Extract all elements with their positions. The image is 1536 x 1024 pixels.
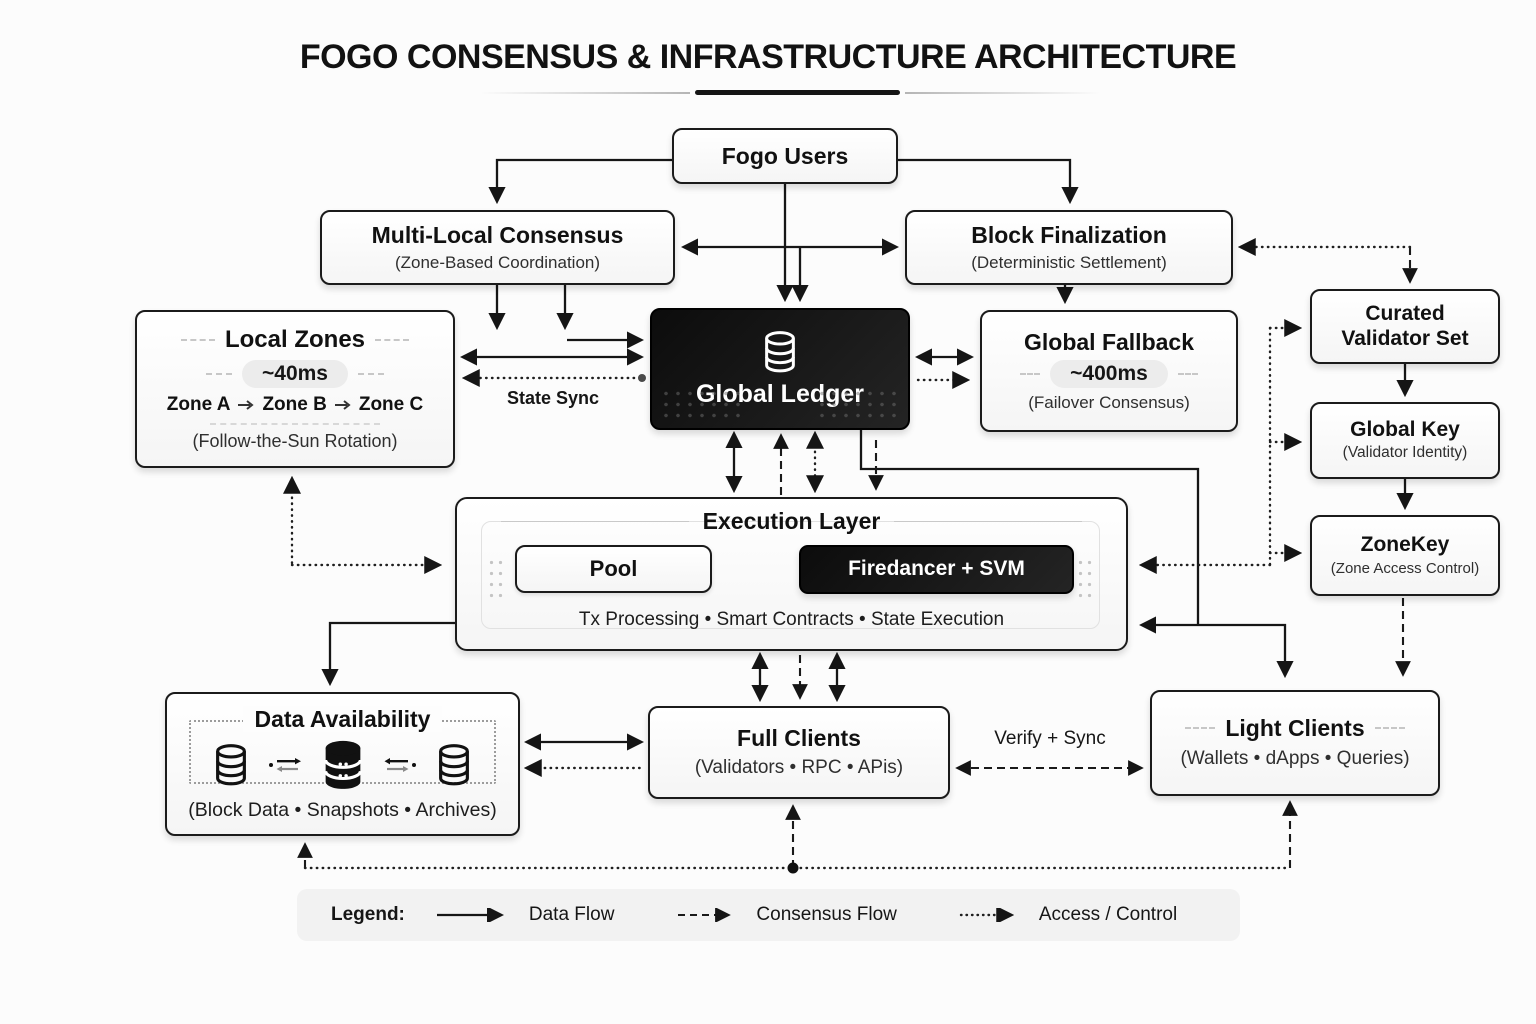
database-icon xyxy=(216,744,246,786)
light-clients-subtitle: (Wallets • dApps • Queries) xyxy=(1180,748,1410,770)
dash-decoration xyxy=(180,338,215,341)
divider-dashed xyxy=(210,422,380,425)
title-rule xyxy=(894,520,1082,522)
data-availability-title: Data Availability xyxy=(242,706,443,733)
state-sync-label: State Sync xyxy=(506,388,600,408)
legend: Legend: Data Flow Consensus Flow Access … xyxy=(297,889,1240,941)
local-zones-title: Local Zones xyxy=(224,325,366,353)
local-zones-latency-badge: ~40ms xyxy=(242,359,348,388)
node-data-availability: Data Availability xyxy=(165,692,520,836)
zonekey-subtitle: (Zone Access Control) xyxy=(1330,559,1480,577)
node-zonekey: ZoneKey (Zone Access Control) xyxy=(1310,515,1500,596)
dash-decoration xyxy=(1185,727,1216,730)
firedancer-title: Firedancer + SVM xyxy=(848,557,1025,581)
zonekey-title: ZoneKey xyxy=(1360,533,1450,557)
data-flow-arrow-icon xyxy=(436,908,504,922)
database-icon xyxy=(765,330,795,372)
local-zones-subtitle: (Follow-the-Sun Rotation) xyxy=(192,430,398,451)
global-fallback-latency-badge: ~400ms xyxy=(1050,360,1168,389)
edge-fogo-to-blockfinalization xyxy=(898,158,1079,205)
edge-execution-to-dataavailability xyxy=(321,621,455,687)
execution-layer-subtitle: Tx Processing • Smart Contracts • State … xyxy=(578,609,1005,630)
node-global-key: Global Key (Validator Identity) xyxy=(1310,402,1500,479)
edge-route-to-lightclients xyxy=(1198,623,1294,679)
verify-sync-label: Verify + Sync xyxy=(994,728,1106,749)
node-firedancer-svm: Firedancer + SVM xyxy=(799,545,1074,594)
node-curated-validator-set: Curated Validator Set xyxy=(1310,289,1500,364)
consensus-flow-arrow-icon xyxy=(678,908,732,922)
dash-decoration xyxy=(1177,373,1198,376)
execution-layer-title: Execution Layer xyxy=(702,508,881,534)
node-execution-layer: Execution Layer Pool Firedancer + SVM Tx… xyxy=(455,497,1128,651)
zone-b-label: Zone B xyxy=(262,393,327,415)
zone-arrow-icon xyxy=(334,399,351,410)
node-multi-local-consensus: Multi-Local Consensus (Zone-Based Coordi… xyxy=(320,210,675,285)
title-rule xyxy=(501,520,689,522)
full-clients-title: Full Clients xyxy=(737,724,861,751)
pool-title: Pool xyxy=(589,556,638,582)
block-finalization-title: Block Finalization xyxy=(971,222,1167,249)
dash-decoration xyxy=(357,372,384,375)
node-global-ledger: Global Ledger xyxy=(650,308,910,430)
node-light-clients: Light Clients (Wallets • dApps • Queries… xyxy=(1150,690,1440,796)
replication-arrows-icon xyxy=(268,758,301,772)
dot-texture xyxy=(660,388,744,422)
full-clients-subtitle: (Validators • RPC • APis) xyxy=(694,757,904,779)
edge-fogo-to-multilocal xyxy=(488,158,672,205)
node-fogo-users: Fogo Users xyxy=(672,128,898,184)
dot-texture xyxy=(487,557,505,601)
replication-arrows-icon xyxy=(384,758,417,772)
block-finalization-subtitle: (Deterministic Settlement) xyxy=(971,252,1167,272)
page-title: FOGO CONSENSUS & INFRASTRUCTURE ARCHITEC… xyxy=(299,38,1237,76)
legend-title: Legend: xyxy=(331,904,405,925)
legend-item-label: Access / Control xyxy=(1038,904,1178,925)
multi-local-title: Multi-Local Consensus xyxy=(371,222,624,249)
dash-decoration xyxy=(375,338,410,341)
global-key-subtitle: (Validator Identity) xyxy=(1342,444,1468,462)
legend-item-label: Data Flow xyxy=(528,904,615,925)
node-full-clients: Full Clients (Validators • RPC • APis) xyxy=(648,706,950,799)
global-fallback-title: Global Fallback xyxy=(1024,328,1194,355)
inner-frame xyxy=(481,521,1100,629)
fogo-users-title: Fogo Users xyxy=(721,142,849,169)
zone-c-label: Zone C xyxy=(358,393,424,415)
node-pool: Pool xyxy=(515,545,712,593)
dash-decoration xyxy=(206,372,232,375)
statesync-endpoint-dot xyxy=(638,374,646,382)
data-availability-subtitle: (Block Data • Snapshots • Archives) xyxy=(188,798,497,821)
bottom-bus-junction-dot xyxy=(787,862,799,874)
node-local-zones: Local Zones ~40ms Zone A Zone B Zone C (… xyxy=(135,310,455,468)
curated-validator-set-title: Curated Validator Set xyxy=(1341,302,1469,350)
dash-decoration xyxy=(1374,727,1405,730)
light-clients-title: Light Clients xyxy=(1225,714,1365,741)
multi-local-subtitle: (Zone-Based Coordination) xyxy=(394,252,601,272)
database-icon-filled xyxy=(323,740,362,789)
zone-a-label: Zone A xyxy=(166,393,231,415)
dot-texture xyxy=(816,388,900,422)
database-icon xyxy=(439,744,469,786)
global-fallback-subtitle: (Failover Consensus) xyxy=(1028,393,1190,413)
access-control-arrow-icon xyxy=(959,908,1015,922)
node-block-finalization: Block Finalization (Deterministic Settle… xyxy=(905,210,1233,285)
dot-texture xyxy=(1076,557,1094,601)
zone-arrow-icon xyxy=(238,399,255,410)
title-divider xyxy=(480,90,1100,96)
node-global-fallback: Global Fallback ~400ms (Failover Consens… xyxy=(980,310,1238,432)
legend-item-label: Consensus Flow xyxy=(756,904,897,925)
dash-decoration xyxy=(1020,373,1041,376)
global-key-title: Global Key xyxy=(1350,418,1460,442)
